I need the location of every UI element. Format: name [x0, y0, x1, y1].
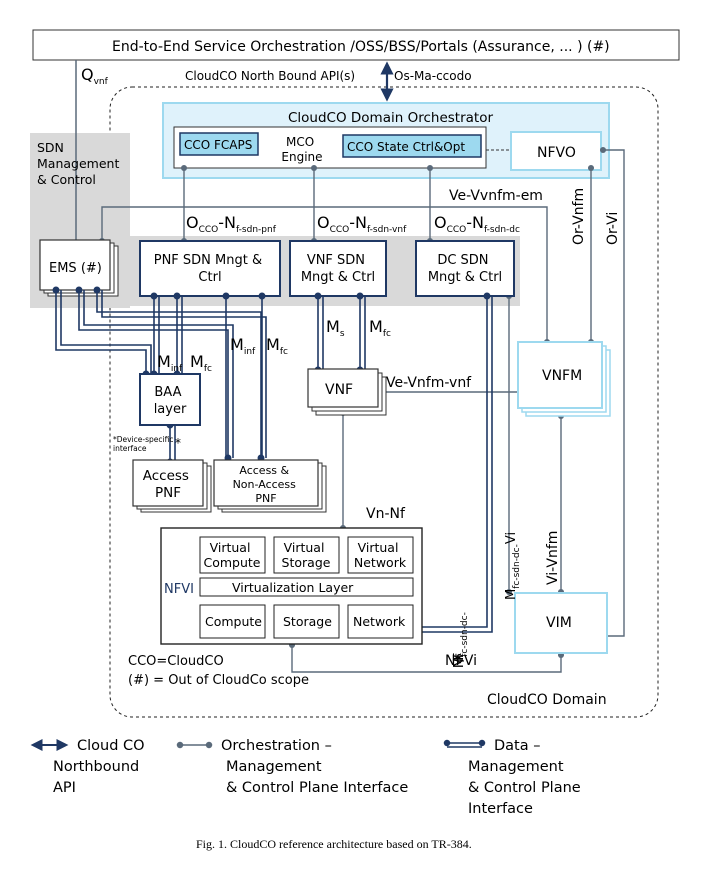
scope-note: (#) = Out of CloudCo scope	[128, 673, 309, 688]
storage-label: Storage	[283, 614, 332, 629]
vnfm-box	[517, 341, 603, 409]
vim-label: VIM	[546, 615, 572, 631]
occo-nf-sdn-pnf-label: OCCO-Nf-sdn-pnf	[186, 213, 277, 235]
virtual-network-box	[347, 536, 414, 574]
cco-state-box	[342, 134, 482, 158]
cco-fcaps-label: CCO FCAPS	[184, 138, 252, 152]
baa-layer-box	[139, 373, 201, 426]
pnf-sdn-box	[139, 240, 281, 297]
ems-label: EMS (#)	[49, 261, 102, 276]
access-non-access-pnf-box	[213, 459, 319, 507]
virtual-compute-label: Virtual Compute	[203, 540, 260, 570]
vn-nf-label: Vn-Nf	[366, 506, 406, 522]
compute-label: Compute	[205, 614, 262, 629]
network-label: Network	[353, 614, 406, 629]
device-specific-note: *Device-specific interface	[113, 435, 176, 453]
virtual-network-label: Virtual Network	[354, 540, 407, 570]
virtual-storage-label: Virtual Storage	[282, 540, 331, 570]
occo-nf-sdn-dc-label: OCCO-Nf-sdn-dc	[434, 213, 520, 235]
or-vi-label: Or-Vi	[605, 212, 621, 245]
e2e-orchestration-label: End-to-End Service Orchestration /OSS/BS…	[112, 39, 610, 55]
virtualization-layer-label: Virtualization Layer	[232, 580, 354, 595]
mfc-sdn-dc-vi-label: Mfc-sdn-dc-Vi	[504, 532, 522, 600]
os-ma-ccodo-label: Os-Ma-ccodo	[394, 69, 472, 83]
virtualization-layer-box	[199, 577, 414, 597]
cco-note: CCO=CloudCO	[128, 654, 224, 669]
storage-box	[273, 604, 340, 639]
northbound-api-label: CloudCO North Bound API(s)	[185, 69, 355, 83]
mfc-sdn-dc-nf-label: Mfc-sdn-dc-Nf	[452, 612, 470, 668]
legend-data-label: Data – Management & Control Plane Interf…	[468, 738, 585, 817]
pnf-sdn-label: PNF SDN Mngt & Ctrl	[154, 253, 267, 285]
occo-nf-sdn-vnf-label: OCCO-Nf-sdn-vnf	[317, 213, 407, 235]
device-specific-star: *	[175, 436, 181, 450]
figure-caption: Fig. 1. CloudCO reference architecture b…	[196, 837, 472, 851]
orchestrator-title: CloudCO Domain Orchestrator	[288, 110, 493, 126]
m-inf-label-2: Minf	[230, 335, 256, 357]
mco-engine-label: MCO Engine	[281, 135, 322, 164]
vi-vnfm-label: Vi-Vnfm	[545, 531, 561, 585]
virtual-compute-box	[199, 536, 266, 574]
m-s-label: Ms	[326, 317, 345, 339]
compute-box	[199, 604, 266, 639]
nfvo-box	[510, 131, 602, 171]
ve-vnfm-vnf-label: Ve-Vnfm-vnf	[386, 375, 472, 391]
m-fc-label-1: Mfc	[190, 352, 212, 374]
baa-layer-label: BAA layer	[154, 385, 187, 417]
orchestration-links	[98, 146, 625, 673]
dc-sdn-box	[415, 240, 515, 297]
cco-state-label: CCO State Ctrl&Opt	[347, 140, 465, 154]
vnf-box	[307, 368, 379, 408]
vnf-sdn-label: VNF SDN Mngt & Ctrl	[301, 253, 375, 285]
vnfm-label: VNFM	[542, 368, 582, 384]
access-pnf-label: Access PNF	[143, 468, 194, 501]
data-links	[52, 286, 493, 633]
q-label: Qvnf	[81, 65, 109, 87]
or-vnfm-label: Or-Vnfm	[571, 188, 587, 245]
access-non-access-pnf-label: Access & Non-Access PNF	[233, 464, 300, 505]
m-inf-label-1: Minf	[157, 352, 183, 374]
nfvi-label: NFVI	[164, 582, 194, 597]
m-fc-label-2: Mfc	[266, 335, 288, 357]
dc-sdn-label: DC SDN Mngt & Ctrl	[428, 253, 502, 285]
legend-orch-label: Orchestration – Management & Control Pla…	[221, 738, 408, 796]
ve-vvnfm-em-label: Ve-Vvnfm-em	[449, 188, 543, 204]
virtual-storage-box	[273, 536, 340, 574]
vim-box	[514, 592, 608, 654]
sdn-management-label: SDN Management & Control	[37, 140, 123, 187]
vnf-sdn-box	[289, 240, 387, 297]
vnf-label: VNF	[325, 382, 353, 398]
network-box	[347, 604, 414, 639]
nf-vi-label: Nf-Vi	[445, 653, 477, 669]
access-pnf-box	[132, 459, 204, 507]
nfvo-label: NFVO	[537, 145, 576, 161]
cco-fcaps-box	[179, 132, 259, 156]
legend-api-label: Cloud CO Northbound API	[53, 738, 149, 796]
e2e-orchestration-bar	[32, 29, 680, 61]
m-fc-label-3: Mfc	[369, 317, 391, 339]
ems-box	[39, 239, 111, 291]
cloudco-domain-label: CloudCO Domain	[487, 692, 607, 708]
